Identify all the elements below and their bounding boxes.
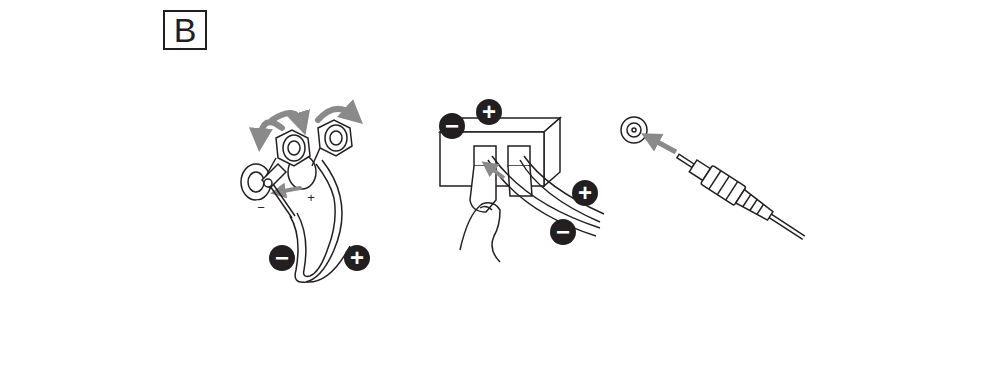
terminal-polarity: + (306, 191, 316, 204)
polarity-symbol: + (476, 99, 502, 125)
polarity-symbol: + (344, 245, 370, 271)
terminal-polarity: − (256, 201, 266, 214)
polarity-symbol: − (439, 113, 465, 139)
polarity-symbol: + (572, 180, 598, 206)
panel-letter: B (174, 13, 197, 47)
panel-letter-box: B (163, 10, 207, 50)
polarity-symbol: − (550, 219, 576, 245)
polarity-symbol: − (269, 245, 295, 271)
